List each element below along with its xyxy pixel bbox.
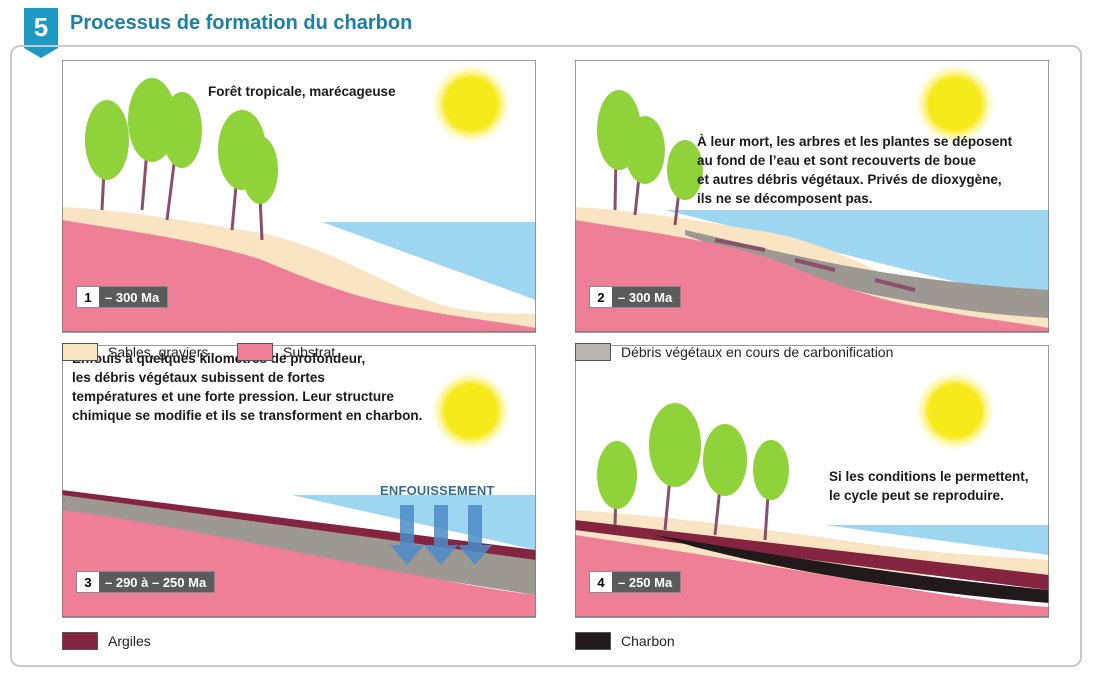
burial-arrows <box>390 505 492 565</box>
stage-3-caption: Enfouis à quelques kilomètres de profond… <box>72 351 423 423</box>
stage-3-label: 3 – 290 à – 250 Ma <box>76 571 216 593</box>
water-layer <box>322 222 536 300</box>
fallen-trees-icon <box>714 238 916 292</box>
legend-clay: Argiles <box>62 632 151 650</box>
legend-substrate-swatch <box>237 343 273 361</box>
legend-coal: Charbon <box>575 632 675 650</box>
section-number: 5 <box>33 12 49 42</box>
panel-stage-1: Forêt tropicale, marécageuse 1 – 300 Ma <box>62 60 536 350</box>
substrate-layer <box>62 220 536 332</box>
stage-1-scene <box>62 60 536 333</box>
legend-substrate: Substrat <box>237 343 335 361</box>
legend-coal-swatch <box>575 632 611 650</box>
stage-2-caption: À leur mort, les arbres et les plantes s… <box>697 134 1013 206</box>
coal-layer <box>655 535 1049 603</box>
substrate-layer <box>575 220 1049 332</box>
legend-debris-swatch <box>575 343 611 361</box>
debris-layer <box>685 230 1049 318</box>
legend-clay-swatch <box>62 632 98 650</box>
legend-sand: Sables, graviers <box>62 343 208 361</box>
stage-4-scene <box>575 345 1049 618</box>
clay-layer <box>575 520 1049 590</box>
stage-4-caption: Si les conditions le permettent, le cycl… <box>829 469 1029 503</box>
sun-icon <box>915 64 995 144</box>
section-number-badge: 5 <box>24 8 58 58</box>
page-title: Processus de formation du charbon <box>70 12 413 34</box>
substrate-layer <box>575 535 1049 617</box>
debris-layer <box>62 495 536 595</box>
legend-sand-swatch <box>62 343 98 361</box>
stage-1-caption: Forêt tropicale, marécageuse <box>208 84 396 99</box>
diagram-frame <box>10 45 1082 667</box>
legend-debris: Débris végétaux en cours de carbonificat… <box>575 343 893 361</box>
stage-2-scene <box>575 60 1049 333</box>
water-layer <box>825 525 1049 555</box>
burial-label: ENFOUISSEMENT <box>380 483 495 498</box>
panel-stage-3: Enfouis à quelques kilomètres de profond… <box>62 345 536 635</box>
stage-2-label: 2 – 300 Ma <box>589 286 682 308</box>
stage-4-label: 4 – 250 Ma <box>589 571 682 593</box>
stage-1-label: 1 – 300 Ma <box>76 286 169 308</box>
sun-icon <box>431 371 511 451</box>
panel-stage-2: À leur mort, les arbres et les plantes s… <box>575 60 1049 350</box>
panel-stage-4: Si les conditions le permettent, le cycl… <box>575 345 1049 635</box>
sun-icon <box>431 64 511 144</box>
sun-icon <box>915 371 995 451</box>
